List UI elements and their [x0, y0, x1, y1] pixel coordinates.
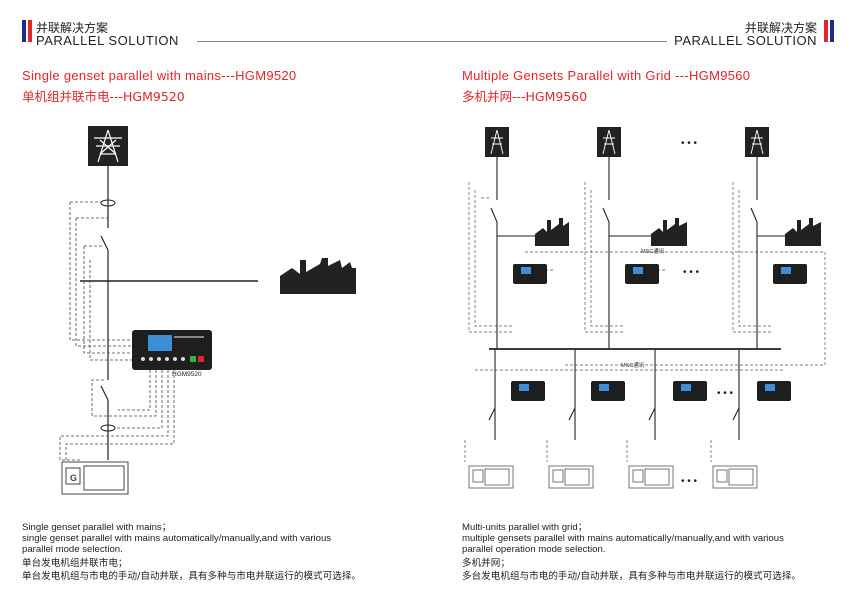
flag-red-bar-right — [824, 20, 828, 42]
header-en-right: PARALLEL SOLUTION — [674, 33, 817, 48]
grid-tower-icon — [88, 126, 128, 166]
header-rule — [197, 41, 667, 42]
header-cn-left: 并联解决方案 — [36, 21, 109, 35]
ellipsis-controllers-bottom: • • • — [717, 388, 734, 399]
header-cn-right: 并联解决方案 — [744, 21, 817, 35]
hgm9560-controllers-bottom — [511, 381, 791, 401]
header-en-left: PARALLEL SOLUTION — [36, 33, 179, 48]
right-description: Multi-units parallel with grid； multiple… — [462, 522, 852, 583]
right-desc-cn-2: 多台发电机组与市电的手动/自动并联，具有多种与市电并联运行的模式可选择。 — [462, 571, 802, 582]
right-title-en: Multiple Gensets Parallel with Grid ---H… — [462, 68, 751, 83]
ellipsis-towers: • • • — [681, 138, 698, 149]
right-desc-en-1: Multi-units parallel with grid； — [462, 522, 588, 533]
right-desc-en-3: parallel operation mode selection. — [462, 544, 606, 555]
right-desc-en-2: multiple gensets parallel with mains aut… — [462, 533, 784, 544]
genset-icon-left — [61, 461, 129, 495]
grid-tower-icons — [485, 127, 769, 157]
factory-icons-right — [535, 218, 821, 246]
ellipsis-controllers: • • • — [683, 267, 700, 278]
msc-label-top: MSC通讯 — [641, 247, 665, 255]
genset-icons-right — [468, 465, 758, 489]
flag-red-bar-left — [28, 20, 32, 42]
factory-icon-left — [280, 258, 356, 294]
ellipsis-gensets: • • • — [681, 476, 698, 487]
hgm9520-controller — [132, 330, 212, 370]
left-desc-en-1: Single genset parallel with mains； — [22, 522, 172, 533]
flag-blue-bar-right — [830, 20, 834, 42]
left-desc-en-2: single genset parallel with mains automa… — [22, 533, 332, 544]
genset-g-mark: G — [70, 473, 77, 483]
multi-genset-diagram: • • • • • • MSC通讯 MSC通讯 — [464, 127, 826, 489]
single-genset-diagram: HGM9520 G — [59, 126, 356, 495]
right-desc-cn-1: 多机并网； — [462, 558, 510, 569]
hgm9560-controllers-top — [513, 264, 807, 284]
left-desc-cn-1: 单台发电机组并联市电； — [22, 558, 128, 569]
flag-blue-bar-left — [22, 20, 26, 42]
msc-label-bottom: MSC通讯 — [621, 361, 645, 369]
right-title-cn: 多机并网---HGM9560 — [462, 89, 588, 104]
left-title-cn: 单机组并联市电---HGM9520 — [22, 89, 185, 104]
left-title-en: Single genset parallel with mains---HGM9… — [22, 68, 297, 83]
left-description: Single genset parallel with mains； singl… — [22, 522, 422, 583]
left-desc-en-3: parallel mode selection. — [22, 544, 123, 555]
left-desc-cn-2: 单台发电机组与市电的手动/自动并联，具有多种与市电并联运行的模式可选择。 — [22, 571, 362, 582]
controller-label-left: HGM9520 — [172, 371, 202, 378]
